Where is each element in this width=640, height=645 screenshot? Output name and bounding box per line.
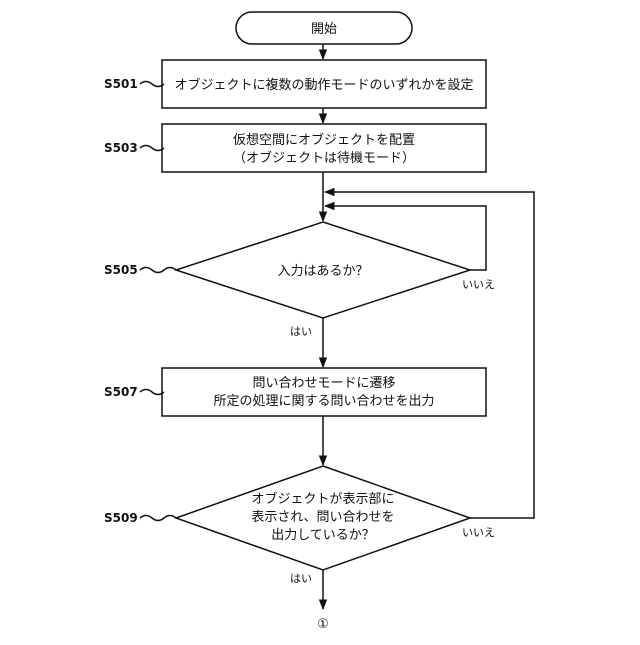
- s505-leader: [140, 268, 176, 273]
- s505-id: S505: [104, 263, 138, 277]
- s501-text: オブジェクトに複数の動作モードのいずれかを設定: [174, 77, 473, 93]
- s505-text: 入力はあるか？: [277, 264, 368, 279]
- s505-no-label: いいえ: [462, 278, 495, 291]
- s509-text-line3: 出力しているか？: [271, 528, 375, 543]
- s507-text-line2: 所定の処理に関する問い合わせを出力: [213, 394, 434, 409]
- start-label: 開始: [311, 22, 337, 37]
- s507-leader: [140, 390, 164, 395]
- s509-leader: [140, 516, 176, 521]
- s509-yes-label: はい: [290, 572, 312, 585]
- offpage-connector: ①: [317, 617, 329, 632]
- s509-no-label: いいえ: [462, 526, 495, 539]
- s507-text-line1: 問い合わせモードに遷移: [252, 376, 395, 391]
- s503-leader: [140, 146, 164, 151]
- s509-id: S509: [104, 511, 138, 525]
- s509-text-line2: 表示され、問い合わせを: [251, 510, 394, 525]
- loop-s509-no: [325, 192, 534, 518]
- s505-yes-label: はい: [290, 325, 312, 338]
- loop-s505-no: [325, 206, 486, 270]
- s503-id: S503: [104, 141, 138, 155]
- s503-text-line1: 仮想空間にオブジェクトを配置: [233, 132, 415, 148]
- s501-leader: [140, 82, 164, 87]
- s503-text-line2: （オブジェクトは待機モード）: [233, 150, 415, 166]
- s509-text-line1: オブジェクトが表示部に: [251, 491, 394, 507]
- s507-id: S507: [104, 385, 138, 399]
- s501-id: S501: [104, 77, 138, 91]
